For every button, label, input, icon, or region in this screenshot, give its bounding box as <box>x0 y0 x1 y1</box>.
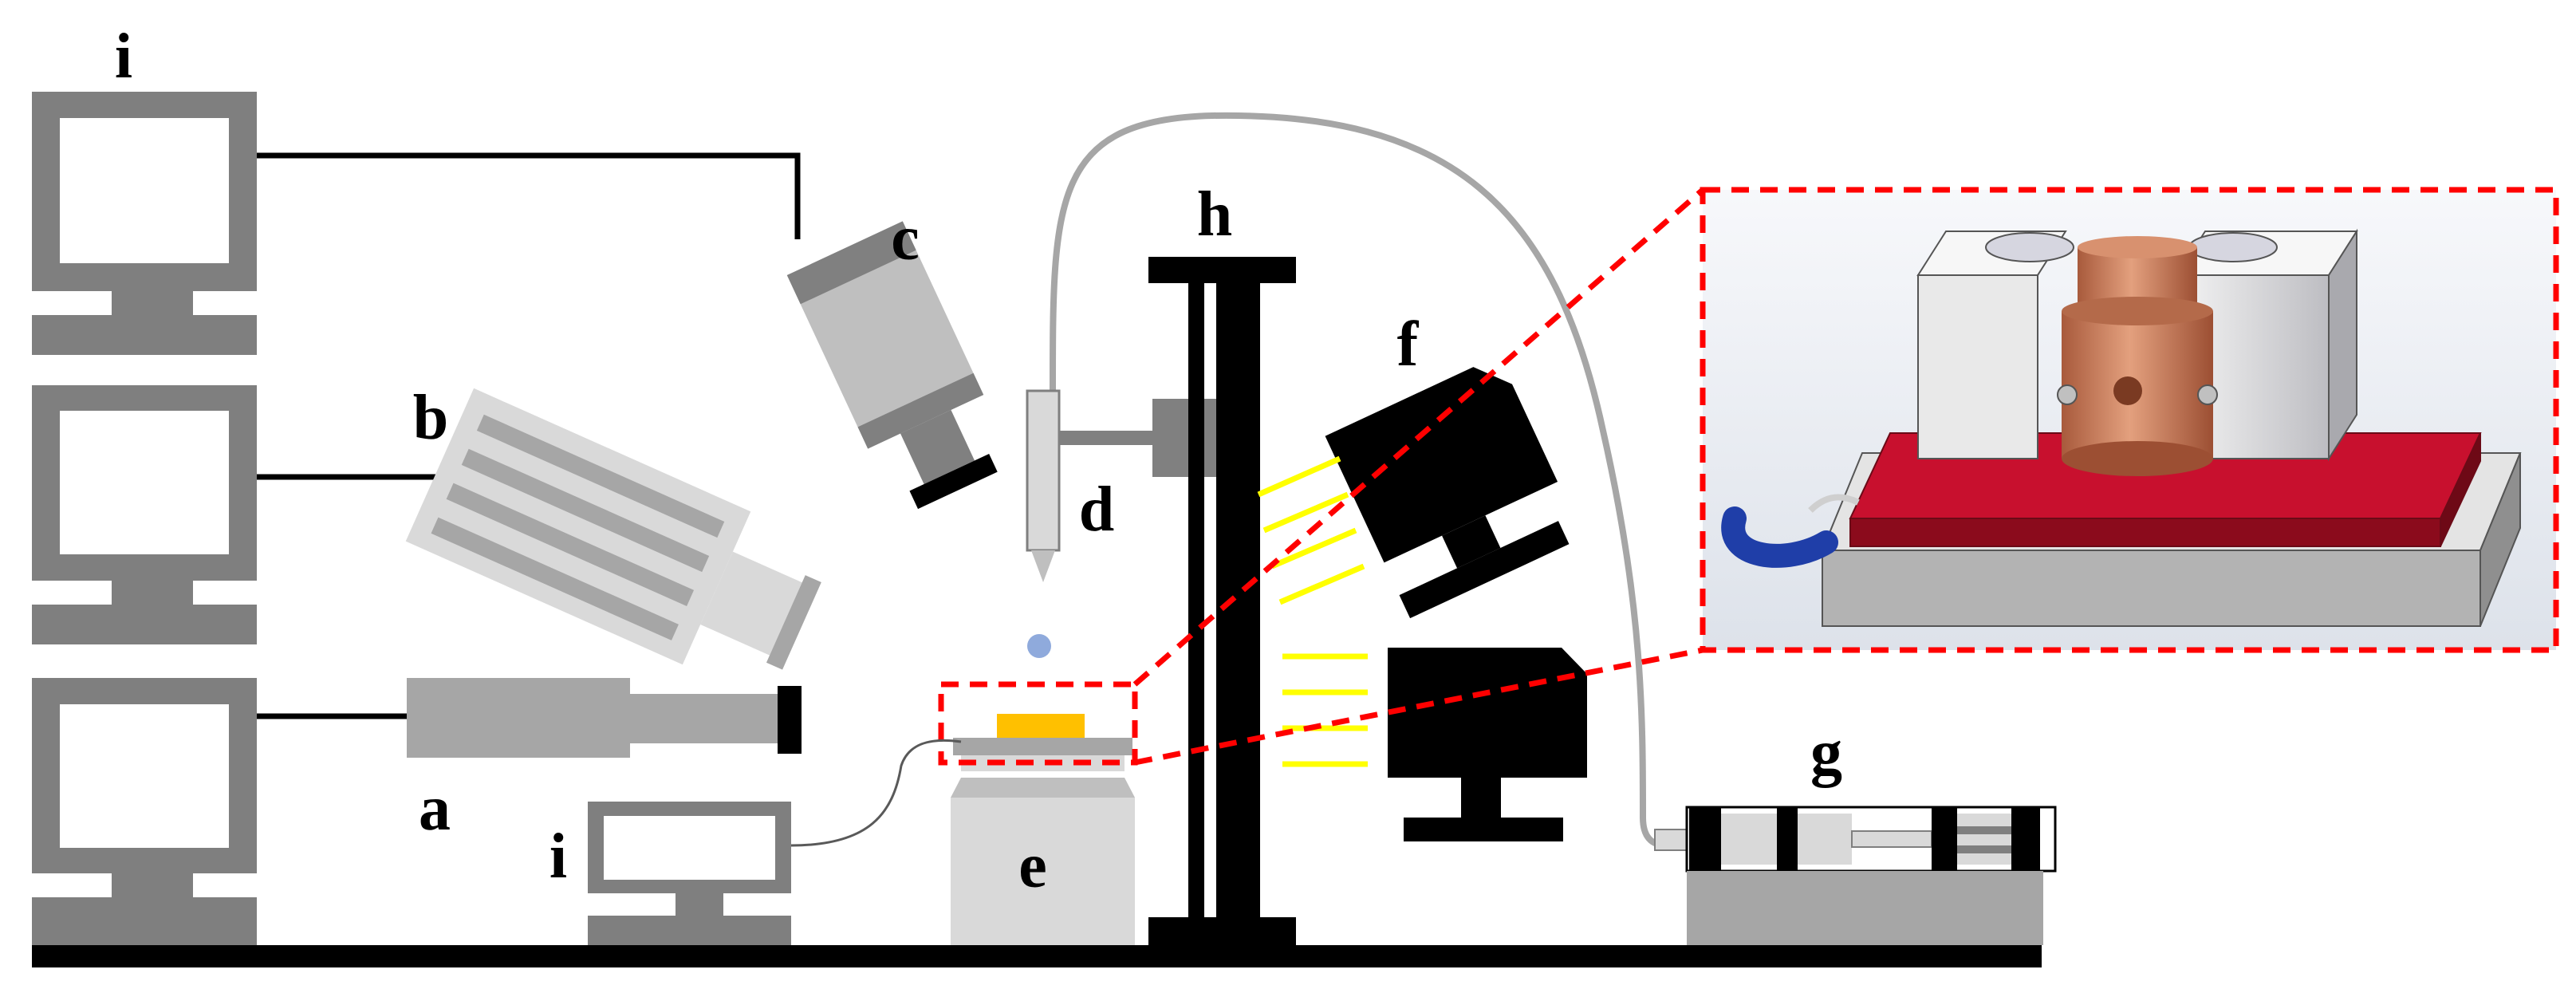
stage-e <box>951 714 1135 945</box>
droplet <box>1027 634 1051 658</box>
ground-line <box>32 945 2042 967</box>
monitor-top <box>32 92 257 355</box>
monitor-bottom <box>32 678 257 945</box>
light-source-b <box>405 388 821 670</box>
label-b: b <box>413 383 449 453</box>
zoom-line-lower <box>1134 647 1704 766</box>
wire-monitor-to-camera-c <box>257 152 801 239</box>
camera-c <box>786 221 998 510</box>
label-f: f <box>1397 309 1420 380</box>
label-d: d <box>1079 475 1115 545</box>
stage-dashed-box <box>938 681 1138 766</box>
tubing <box>1050 112 1687 849</box>
label-i-small: i <box>549 822 567 892</box>
monitor-middle <box>32 385 257 644</box>
camera-a <box>407 678 802 758</box>
needle-d <box>1026 389 1216 582</box>
light-rays-upper <box>1257 455 1365 605</box>
label-h: h <box>1197 179 1233 250</box>
label-e: e <box>1018 831 1047 901</box>
label-c: c <box>891 203 920 274</box>
inset-dashed-frame <box>1700 187 2559 653</box>
light-rays-lower <box>1282 653 1368 767</box>
syringe-pump-g <box>1654 806 2057 945</box>
stand-h <box>1148 257 1296 945</box>
inset-3d-model <box>1703 190 2556 650</box>
camera-f-upper <box>1325 367 1570 619</box>
wire-stage-to-small-monitor <box>790 739 962 847</box>
label-i-top: i <box>115 22 132 92</box>
label-a: a <box>419 774 451 844</box>
zoom-line-upper <box>1132 187 1705 687</box>
label-g: g <box>1810 718 1842 788</box>
monitor-small <box>588 802 791 945</box>
